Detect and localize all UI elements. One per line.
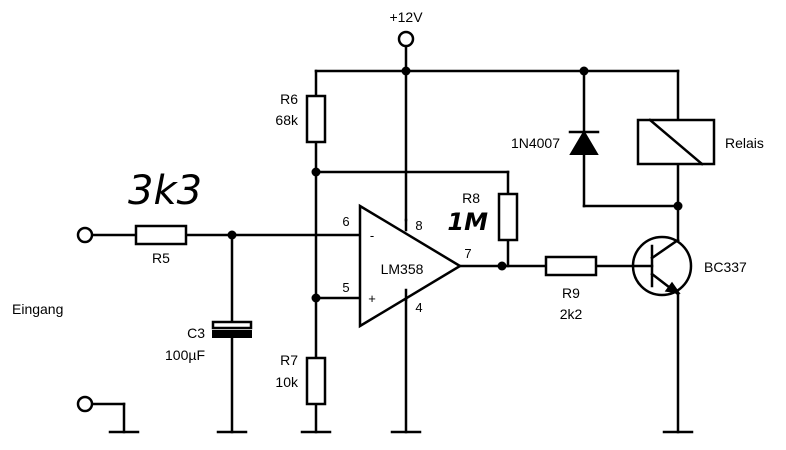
opamp-label: LM358 — [381, 261, 424, 277]
input-ground-terminal — [76, 395, 94, 413]
c3-capacitor — [211, 320, 253, 338]
terminals — [76, 30, 415, 413]
c3-label: C3 — [187, 325, 205, 341]
opamp-plus-sign: + — [368, 291, 376, 306]
transistor-bc337 — [631, 235, 693, 297]
supply-terminal — [397, 30, 415, 48]
diode-1n4007 — [568, 130, 600, 155]
r7-value: 10k — [275, 374, 299, 390]
r6-value: 68k — [275, 112, 299, 128]
opamp-pin4-label: 4 — [415, 300, 422, 315]
r7-label: R7 — [280, 352, 298, 368]
opamp-triangle — [358, 203, 463, 329]
r8-value-handwritten: 1M — [447, 208, 488, 236]
supply-label: +12V — [389, 9, 423, 25]
relay-coil — [636, 118, 716, 166]
input-terminal — [76, 226, 94, 244]
lm358-opamp — [358, 203, 463, 329]
junction-dot — [227, 230, 237, 240]
r7-resistor — [305, 356, 327, 406]
junction-dot — [497, 261, 507, 271]
junction-dot — [311, 293, 321, 303]
junctions — [227, 66, 683, 303]
opamp-pin7-label: 7 — [464, 246, 471, 261]
diode-triangle — [569, 130, 599, 155]
r9-value: 2k2 — [560, 306, 583, 322]
r9-resistor — [544, 255, 598, 277]
r8-resistor — [497, 192, 519, 242]
input-label: Eingang — [12, 301, 63, 317]
c3-positive-plate — [211, 320, 253, 330]
c3-value: 100µF — [165, 347, 205, 363]
r9-label: R9 — [562, 285, 580, 301]
relay-slash — [648, 118, 704, 166]
opamp-pin6-label: 6 — [342, 214, 349, 229]
r5-resistor — [134, 224, 188, 246]
junction-dot — [311, 167, 321, 177]
r5-label: R5 — [152, 250, 170, 266]
opamp-minus-sign: - — [370, 228, 374, 243]
junction-dot — [673, 201, 683, 211]
junction-dot — [401, 66, 411, 76]
r6-resistor — [305, 94, 327, 144]
c3-negative-plate — [212, 330, 252, 338]
relay-label: Relais — [725, 135, 764, 151]
opamp-pin5-label: 5 — [342, 280, 349, 295]
emitter-arrow — [664, 281, 681, 295]
relay-box — [636, 118, 716, 166]
wires — [91, 45, 680, 434]
junction-dot — [579, 66, 589, 76]
r8-label: R8 — [462, 190, 480, 206]
r5-value-handwritten: 3k3 — [128, 168, 202, 214]
diode-label: 1N4007 — [511, 135, 560, 151]
r6-label: R6 — [280, 91, 298, 107]
opamp-pin8-label: 8 — [415, 218, 422, 233]
labels: +12V Eingang 3k3 R5 R6 68k R7 10k R8 1M … — [12, 9, 764, 390]
transistor-label: BC337 — [704, 259, 747, 275]
transistor-collector-lead — [650, 238, 680, 260]
